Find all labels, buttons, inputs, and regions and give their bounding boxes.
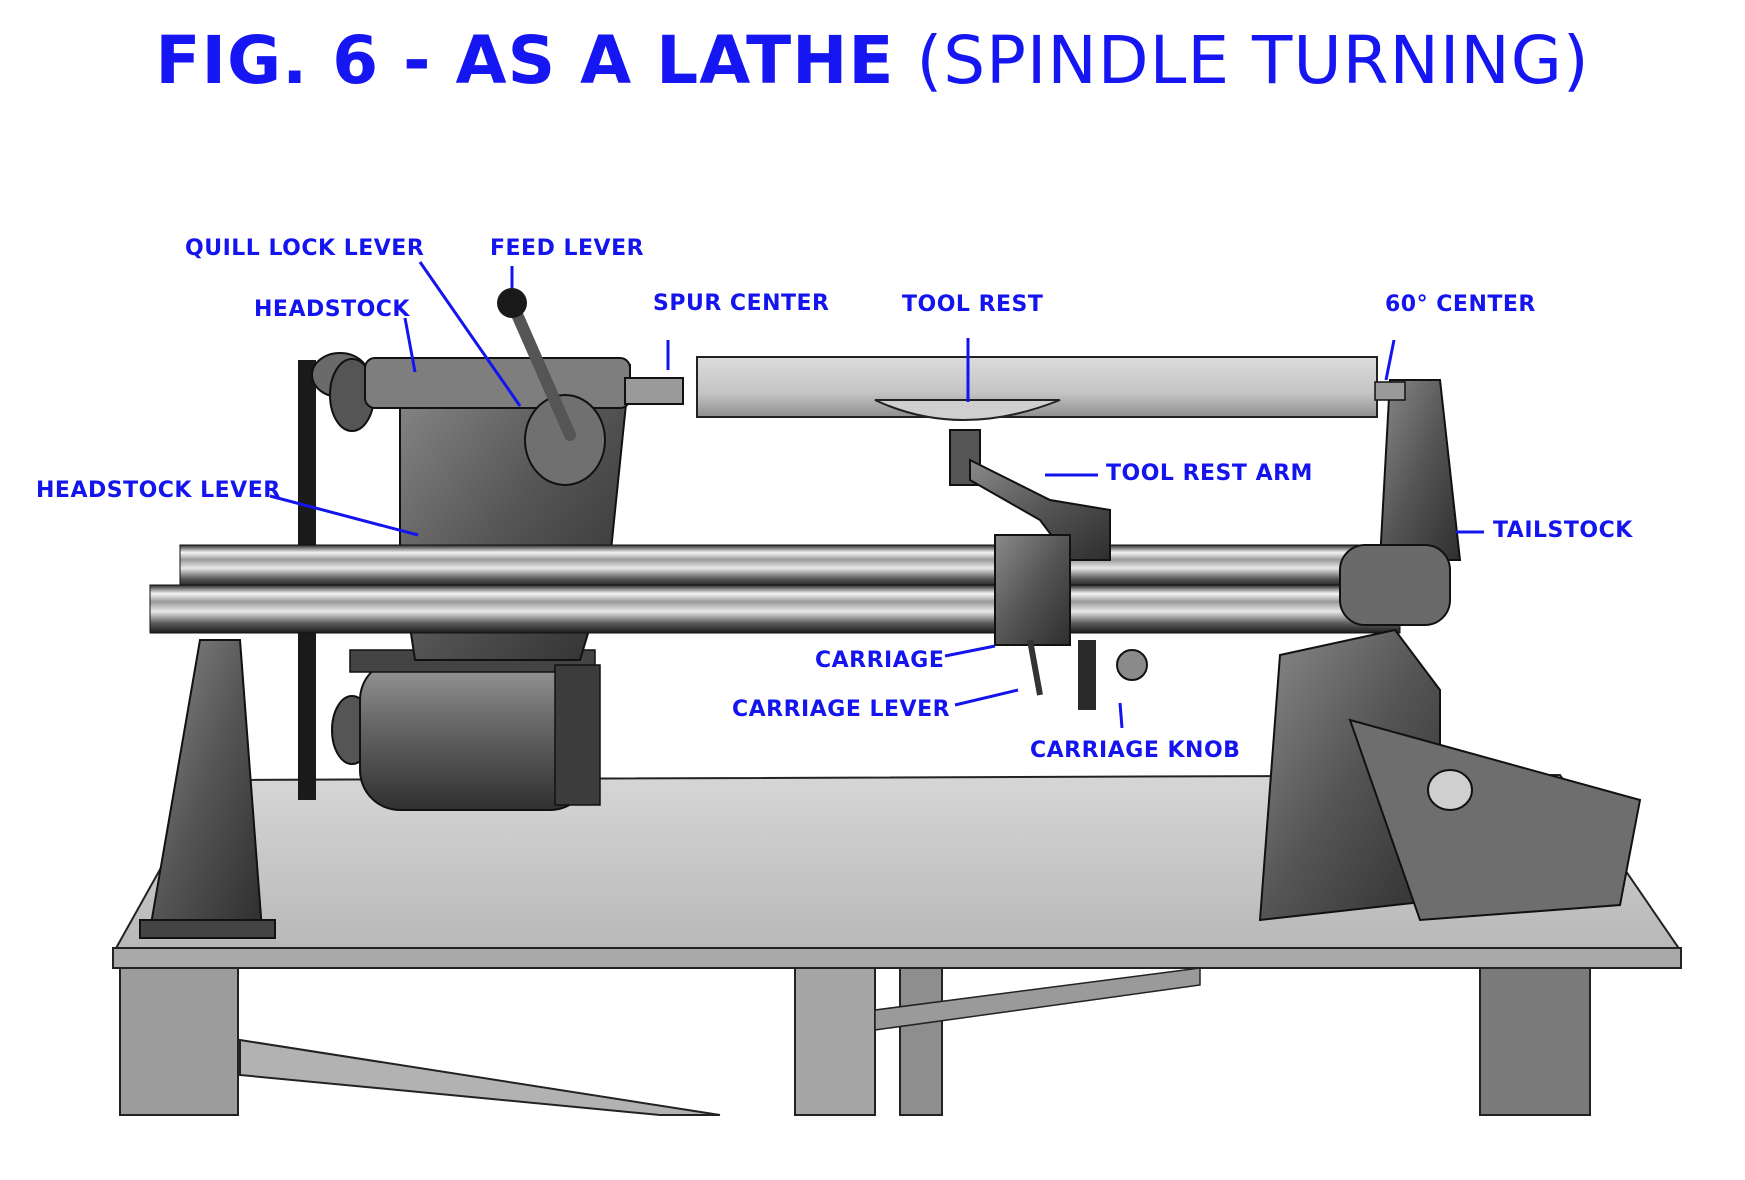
leader-lines <box>269 261 1484 729</box>
label-carriage-lever: CARRIAGE LEVER <box>732 697 951 722</box>
label-tool-rest-arm: TOOL REST ARM <box>1106 461 1313 486</box>
label-quill-lock-lever: QUILL LOCK LEVER <box>185 236 425 261</box>
figure-title-main: FIG. 6 - AS A LATHE <box>155 22 895 99</box>
workpiece <box>696 356 1378 421</box>
tailstock-casting <box>1258 379 1642 922</box>
feed-lever <box>497 288 576 441</box>
label-carriage: CARRIAGE <box>815 648 945 673</box>
figure-title: FIG. 6 - AS A LATHE (SPINDLE TURNING) <box>0 22 1745 99</box>
tool-rest-assembly <box>949 429 1148 710</box>
left-support <box>139 639 276 939</box>
label-tailstock: TAILSTOCK <box>1493 518 1633 543</box>
table-frame <box>119 964 1591 1116</box>
motor <box>349 649 601 811</box>
label-headstock-lever: HEADSTOCK LEVER <box>36 478 281 503</box>
bed-rods <box>149 544 1411 634</box>
label-spur-center: SPUR CENTER <box>653 291 830 316</box>
label-carriage-knob: CARRIAGE KNOB <box>1030 738 1241 763</box>
label-headstock: HEADSTOCK <box>254 297 410 322</box>
label-tool-rest: TOOL REST <box>902 292 1044 317</box>
figure-title-sub: (SPINDLE TURNING) <box>916 22 1590 99</box>
label-60-center: 60° CENTER <box>1385 292 1536 317</box>
label-feed-lever: FEED LEVER <box>490 236 645 261</box>
